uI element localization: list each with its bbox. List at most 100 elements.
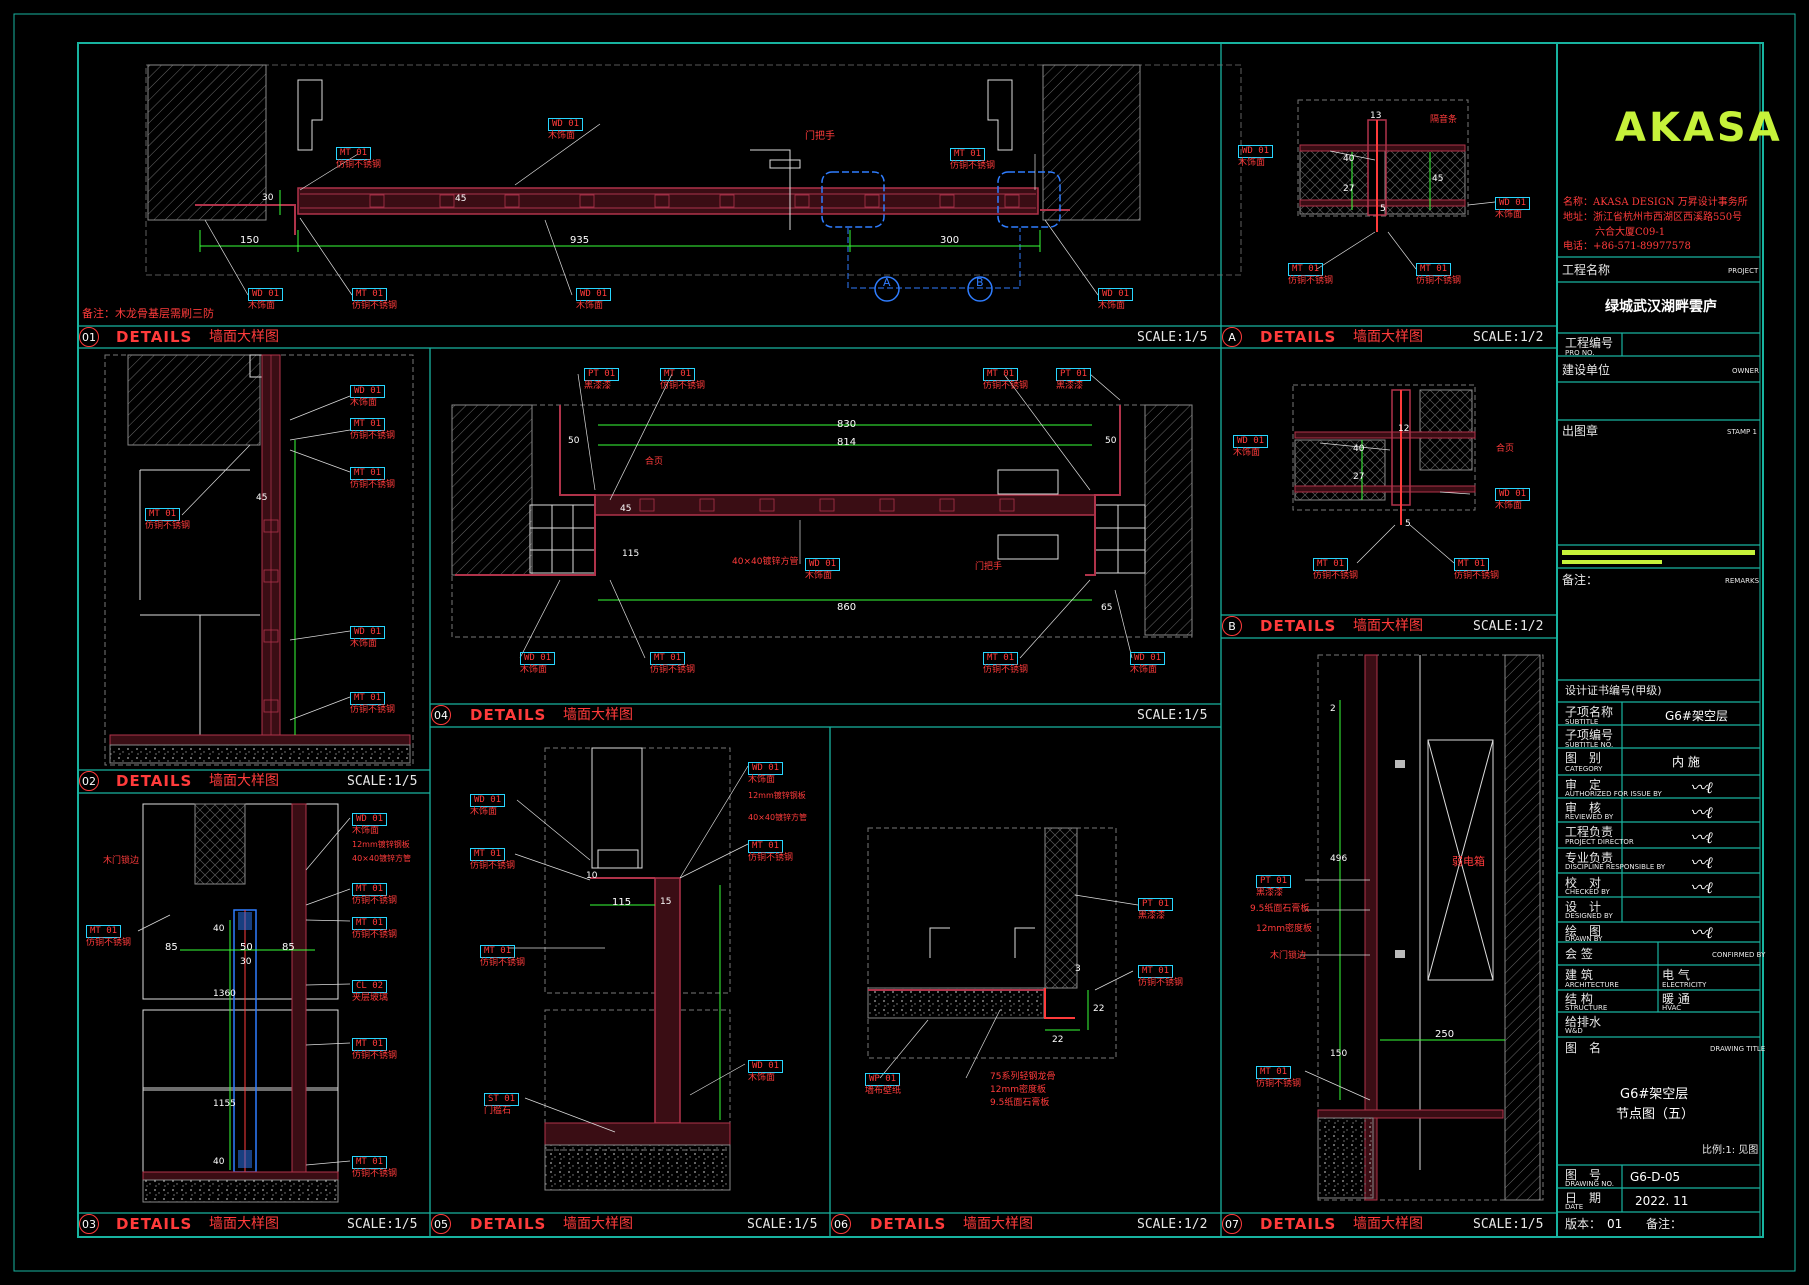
dimension-text: 85 [282, 942, 295, 953]
dimension-text: 50 [1105, 436, 1117, 446]
version-value: 01 [1607, 1217, 1623, 1231]
material-label: 仿铜不锈钢 [352, 1051, 398, 1061]
dimension-text: 27 [1353, 472, 1365, 482]
material-tag: MT 01 [86, 925, 122, 938]
material-tag: MT 01 [983, 368, 1019, 381]
material-label: 木饰面 [1233, 448, 1261, 458]
drawing-title-1: G6#架空层 [1620, 1087, 1689, 1102]
date-label-en: DATE [1565, 1203, 1584, 1211]
detail-subtitle: 墙面大样图 [209, 1216, 279, 1232]
countersign-cell-sub: HVAC [1662, 1004, 1682, 1012]
detail-scale: SCALE:1/2 [1473, 619, 1544, 634]
material-tag: ST 01 [484, 1093, 520, 1106]
dimension-text: 27 [1343, 184, 1355, 194]
detail-02-drawing [104, 354, 414, 766]
material-label: 门槛石 [484, 1106, 512, 1116]
material-tag: WD 01 [1495, 197, 1531, 210]
project-no-label: 工程编号 [1565, 336, 1614, 350]
panel-grid [78, 43, 1557, 1237]
brand-address-line-1: 地址：浙江省杭州市西湖区西溪路550号 [1563, 212, 1743, 223]
dimension-text: 150 [240, 235, 260, 246]
detail-06-drawing [867, 827, 1117, 1059]
material-label: 黑漆漆 [584, 381, 612, 391]
detail-number-badge: 07 [1222, 1214, 1242, 1234]
material-tag: WD 01 [520, 652, 556, 665]
countersign-cell: 暖 通 [1662, 992, 1690, 1006]
detail-scale: SCALE:1/2 [1473, 330, 1544, 345]
material-label: 木饰面 [248, 301, 276, 311]
detail-scale: SCALE:1/5 [1473, 1217, 1544, 1232]
scale-note: 比例:1: 见图 [1702, 1145, 1759, 1156]
owner-label: 建设单位 [1562, 363, 1611, 377]
material-label: 木饰面 [805, 571, 833, 581]
material-tag: MT 01 [660, 368, 696, 381]
material-tag: MT 01 [1256, 1066, 1292, 1079]
material-label: 木饰面 [352, 826, 380, 836]
detail-03-drawing [142, 803, 339, 1203]
detail-07-drawing [1317, 654, 1544, 1201]
material-label: 仿铜不锈钢 [650, 665, 696, 675]
dimension-text: 30 [262, 193, 274, 203]
material-tag: MT 01 [1454, 558, 1490, 571]
tb-row-label: 子项名称 [1565, 705, 1614, 719]
material-tag: MT 01 [350, 692, 386, 705]
material-tag: MT 01 [145, 508, 181, 521]
detail-A-drawing [1297, 99, 1469, 232]
material-label: 9.5纸面石膏板 [990, 1098, 1050, 1108]
material-label: 仿铜不锈钢 [352, 930, 398, 940]
material-tag: MT 01 [1313, 558, 1349, 571]
section-marker: B [976, 276, 984, 289]
detail-scale: SCALE:1/2 [1137, 1217, 1208, 1232]
tb-row-sub: DRAWN BY [1565, 935, 1603, 943]
material-tag: MT 01 [480, 945, 516, 958]
material-label: 木饰面 [1495, 210, 1523, 220]
signature-director: 〰ℓ [1690, 828, 1713, 847]
remarks-label: 备注： [1562, 573, 1599, 587]
dimension-text: 2 [1330, 704, 1336, 714]
material-label: 木饰面 [350, 398, 378, 408]
material-label: 门把手 [975, 562, 1003, 572]
dimension-text: 5 [1405, 519, 1411, 529]
tb-row-label: 子项编号 [1565, 728, 1614, 742]
material-tag: MT 01 [748, 840, 784, 853]
material-tag: PT 01 [1138, 898, 1174, 911]
material-label: 仿铜不锈钢 [1313, 571, 1359, 581]
project-no-label-en: PRO NO. [1565, 349, 1595, 357]
material-tag: MT 01 [336, 147, 372, 160]
material-label: 仿铜不锈钢 [983, 665, 1029, 675]
countersign-cell: 电 气 [1662, 968, 1690, 982]
material-label: 40×40镀锌方管 [352, 854, 412, 863]
material-label: 仿铜不锈钢 [480, 958, 526, 968]
material-tag: MT 01 [352, 288, 388, 301]
brand-logo: AKASA [1615, 105, 1783, 151]
tb-row-label: 绘 图 [1565, 924, 1602, 938]
countersign-cell-sub: ELECTRICITY [1662, 981, 1707, 989]
material-tag: WD 01 [1130, 652, 1166, 665]
tb-row-label: 校 对 [1565, 876, 1602, 890]
material-tag: MT 01 [1138, 965, 1174, 978]
material-tag: WD 01 [1098, 288, 1134, 301]
detail-01-drawing [145, 64, 1242, 302]
material-label: 仿铜不锈钢 [336, 160, 382, 170]
dimension-text: 45 [620, 504, 632, 514]
material-label: 仿铜不锈钢 [352, 896, 398, 906]
material-label: 12mm镀锌钢板 [352, 840, 410, 849]
detail-title: DETAILS [1260, 617, 1337, 635]
signature-approve: 〰ℓ [1690, 778, 1713, 797]
dimension-text: 1155 [213, 1099, 236, 1109]
dimension-text: 300 [940, 235, 960, 246]
dimension-text: 115 [622, 549, 640, 559]
material-tag: MT 01 [650, 652, 686, 665]
detail-title: DETAILS [470, 1215, 547, 1233]
material-tag: MT 01 [1416, 263, 1452, 276]
material-tag: MT 01 [1288, 263, 1324, 276]
material-label: 仿铜不锈钢 [145, 521, 191, 531]
outer-border [13, 13, 1796, 1272]
tb-row-value: 内 施 [1672, 755, 1700, 769]
material-tag: WD 01 [350, 385, 386, 398]
detail-number-badge: A [1222, 327, 1242, 347]
dimension-text: 150 [1330, 1049, 1348, 1059]
remarks-label-en: REMARKS [1725, 577, 1760, 585]
tb-row-sub: SUBTITLE [1565, 718, 1599, 726]
